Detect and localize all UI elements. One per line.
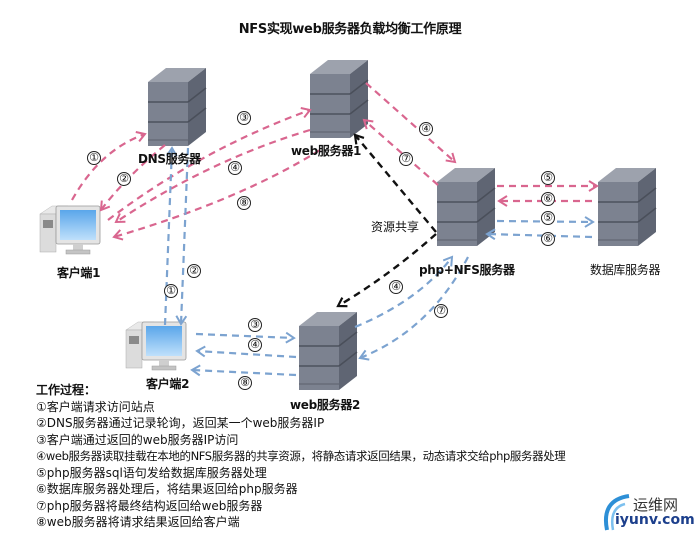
step-label-c2-web2-3: ③ <box>248 318 262 332</box>
step-label-php-web2-7: ⑦ <box>434 304 448 318</box>
server-front <box>148 82 188 146</box>
arrow-web1-to-php-4 <box>365 82 457 164</box>
watermark-logo: 运维网 iyunv.com <box>595 490 700 536</box>
arrow-web2-to-client2-8 <box>190 364 297 377</box>
process-step: ③客户端通过返回的web服务器IP访问 <box>36 432 239 447</box>
label-php-nfs-server: php+NFS服务器 <box>419 263 515 277</box>
label-database-server: 数据库服务器 <box>590 263 661 277</box>
server-front <box>299 326 339 390</box>
server-top <box>437 168 495 182</box>
arrow-php-to-web2-resource-share <box>336 233 437 308</box>
step-label-c1-dns-1: ① <box>87 151 101 165</box>
server-side <box>638 168 656 246</box>
arrow-client1-to-dns-1 <box>71 130 147 201</box>
client-1-pc-icon <box>39 205 101 255</box>
client-2-pc-icon <box>125 321 187 371</box>
step-label-dns-c1-2: ② <box>117 172 131 186</box>
server-side <box>339 312 357 390</box>
server-front <box>598 182 638 246</box>
step-label-dns-c2-2: ② <box>187 264 201 278</box>
process-description: 工作过程： ①客户端请求访问站点 ②DNS服务器通过记录轮询，返回某一个web服… <box>36 382 566 531</box>
server-top <box>299 312 357 326</box>
process-heading: 工作过程： <box>36 383 97 397</box>
arrow-php-to-web2-7 <box>358 256 469 361</box>
arrow-client1-to-web1-3 <box>107 107 312 221</box>
process-step: ①客户端请求访问站点 <box>36 399 155 414</box>
process-step: ⑧web服务器将请求结果返回给客户端 <box>36 515 240 529</box>
step-label-db-php-6-pink: ⑥ <box>541 192 555 206</box>
diagram-title: NFS实现web服务器负载均衡工作原理 <box>238 22 462 37</box>
step-label-web1-c1-4: ④ <box>228 161 242 175</box>
arrow-dns-to-client2-2 <box>175 147 190 326</box>
watermark-cn: 运维网 <box>633 496 679 514</box>
label-web-server-1: web服务器1 <box>291 144 362 158</box>
step-label-php-web1-7: ⑦ <box>399 152 413 166</box>
process-step: ⑥数据库服务器处理后，将结果返回给php服务器 <box>36 482 298 496</box>
arrow-client2-to-web2-3 <box>195 331 296 344</box>
pc-screen <box>146 326 182 356</box>
step-label-php-db-5-blue: ⑤ <box>541 211 555 225</box>
step-label-web1-php-4: ④ <box>419 122 433 136</box>
server-top <box>148 68 206 82</box>
database-server-icon <box>598 168 657 246</box>
pc-screen <box>60 210 96 240</box>
label-web-server-2: web服务器2 <box>290 398 361 412</box>
process-step: ②DNS服务器通过记录轮询，返回某一个web服务器IP <box>36 416 325 430</box>
arrow-web2-to-php-4 <box>354 255 454 329</box>
pc-tower <box>39 213 57 253</box>
label-dns-server: DNS服务器 <box>138 152 201 166</box>
step-label-db-php-6-blue: ⑥ <box>541 232 555 246</box>
step-label-c2-dns-1: ① <box>164 284 178 298</box>
arrow-web1-to-client1-4 <box>114 128 311 224</box>
arrow-client2-to-dns-1 <box>163 146 178 326</box>
server-side <box>477 168 495 246</box>
server-side <box>188 68 206 146</box>
arrow-web1-to-client1-8 <box>112 149 321 241</box>
server-front <box>310 74 350 138</box>
server-top <box>310 60 368 74</box>
step-label-c1-web1-3: ③ <box>237 111 251 125</box>
step-label-web1-c1-8: ⑧ <box>237 196 251 210</box>
step-label-web2-c2-8: ⑧ <box>238 376 252 390</box>
web-server-2-icon <box>299 312 358 390</box>
server-top <box>598 168 656 182</box>
label-client-2: 客户端2 <box>146 377 190 391</box>
arrow-php-to-web1-resource-share <box>353 133 437 233</box>
arrow-db-to-php-6-blue <box>485 228 593 241</box>
logo-swoosh-icon <box>604 494 630 531</box>
step-label-web2-c2-4: ④ <box>248 338 262 352</box>
dns-server-icon <box>148 68 207 146</box>
label-resource-share: 资源共享 <box>371 220 420 234</box>
server-side <box>350 60 368 138</box>
process-step: ⑤php服务器sql语句发给数据库服务器处理 <box>36 465 267 480</box>
process-step: ⑦php服务器将最终结构返回给web服务器 <box>36 498 263 513</box>
web-server-1-icon <box>310 60 369 138</box>
label-client-1: 客户端1 <box>57 266 101 280</box>
pc-tower <box>125 329 143 369</box>
php-nfs-server-icon <box>437 168 496 246</box>
arrow-web2-to-client2-4 <box>195 345 297 359</box>
step-label-php-db-5-pink: ⑤ <box>541 171 555 185</box>
server-front <box>437 182 477 246</box>
watermark-en: iyunv.com <box>615 512 695 528</box>
process-step: ④web服务器读取挂载在本地的NFS服务器的共享资源，将静态请求返回结果，动态请… <box>36 449 566 463</box>
step-label-web2-php-4: ④ <box>389 280 403 294</box>
